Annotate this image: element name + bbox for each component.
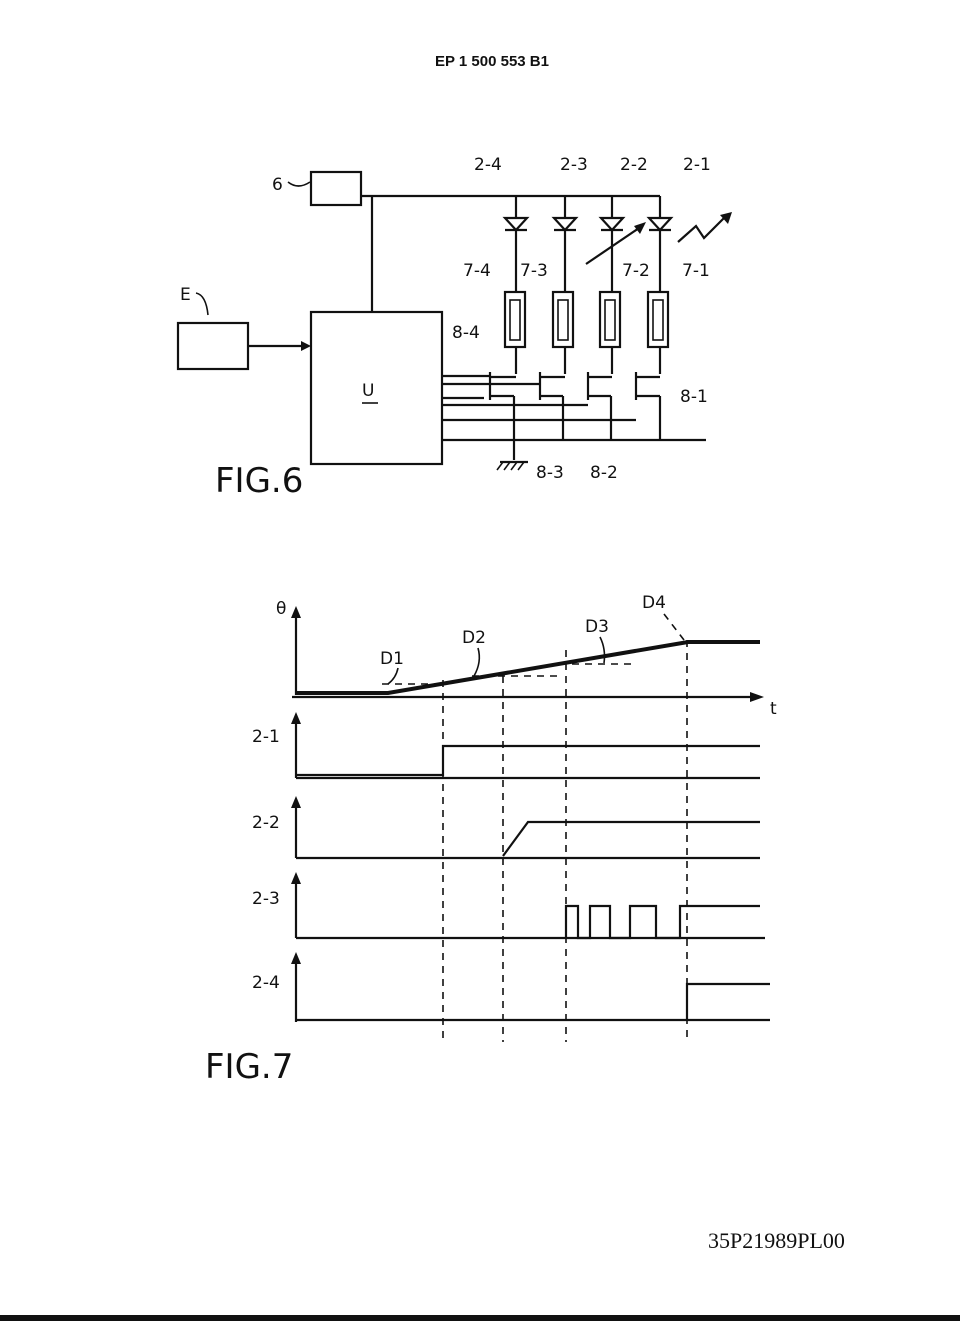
leader-d1 [387,667,399,685]
t-label: t [770,699,777,719]
leader-d2 [473,647,481,677]
label-res-7-4: 7-4 [463,261,491,281]
label-led-2-2: 2-2 [620,155,648,175]
box-6 [309,170,363,207]
led-column-2-4 [488,196,530,460]
label-unit-U: U [362,381,374,401]
fig7-timing: θ t D1 D2 D3 D4 2-1 [205,593,777,1087]
resistor-inner-marks [509,299,664,341]
channel-2-2 [291,796,760,860]
theta-label: θ [276,599,286,619]
label-box-E: E [180,285,191,305]
channel-label-2-4: 2-4 [252,973,280,993]
channel-label-2-2: 2-2 [252,813,280,833]
label-d3: D3 [585,617,609,637]
time-axis-arrow [750,692,764,702]
label-tr-8-3: 8-3 [536,463,564,483]
label-d4: D4 [642,593,666,613]
fig7-caption: FIG.7 [205,1047,293,1087]
unit-U [309,310,444,466]
label-res-7-3: 7-3 [520,261,548,281]
label-tr-8-1: 8-1 [680,387,708,407]
leader-d3 [599,636,606,664]
label-tr-8-4: 8-4 [452,323,480,343]
ground-symbol [496,460,528,471]
leader-d4 [663,613,685,641]
label-res-7-2: 7-2 [622,261,650,281]
label-d2: D2 [462,628,486,648]
theta-curve [296,640,760,695]
light-emission-arrows [585,212,732,265]
channel-2-3 [291,872,765,940]
label-led-2-3: 2-3 [560,155,588,175]
label-led-2-1: 2-1 [683,155,711,175]
control-wires [442,374,706,442]
label-res-7-1: 7-1 [682,261,710,281]
channel-label-2-3: 2-3 [252,889,280,909]
channel-label-2-1: 2-1 [252,727,280,747]
theta-axis-arrow [291,606,301,618]
label-tr-8-2: 8-2 [590,463,618,483]
arrow-E-U [301,341,311,351]
label-d1: D1 [380,649,404,669]
led-column-2-1 [634,196,674,440]
channel-2-4 [291,952,770,1022]
channel-2-1 [291,712,760,780]
label-led-2-4: 2-4 [474,155,502,175]
led-column-2-2 [586,196,626,440]
fig6-caption: FIG.6 [215,461,303,501]
box-E [176,321,250,371]
label-box-6: 6 [272,175,283,195]
patent-number: EP 1 500 553 B1 [435,53,549,70]
leader-6 [287,181,311,187]
leader-E [195,292,209,316]
led-column-2-3 [538,196,579,440]
document-code: 35P21989PL00 [708,1228,845,1253]
fig6-circuit: 6 E U [176,155,732,501]
